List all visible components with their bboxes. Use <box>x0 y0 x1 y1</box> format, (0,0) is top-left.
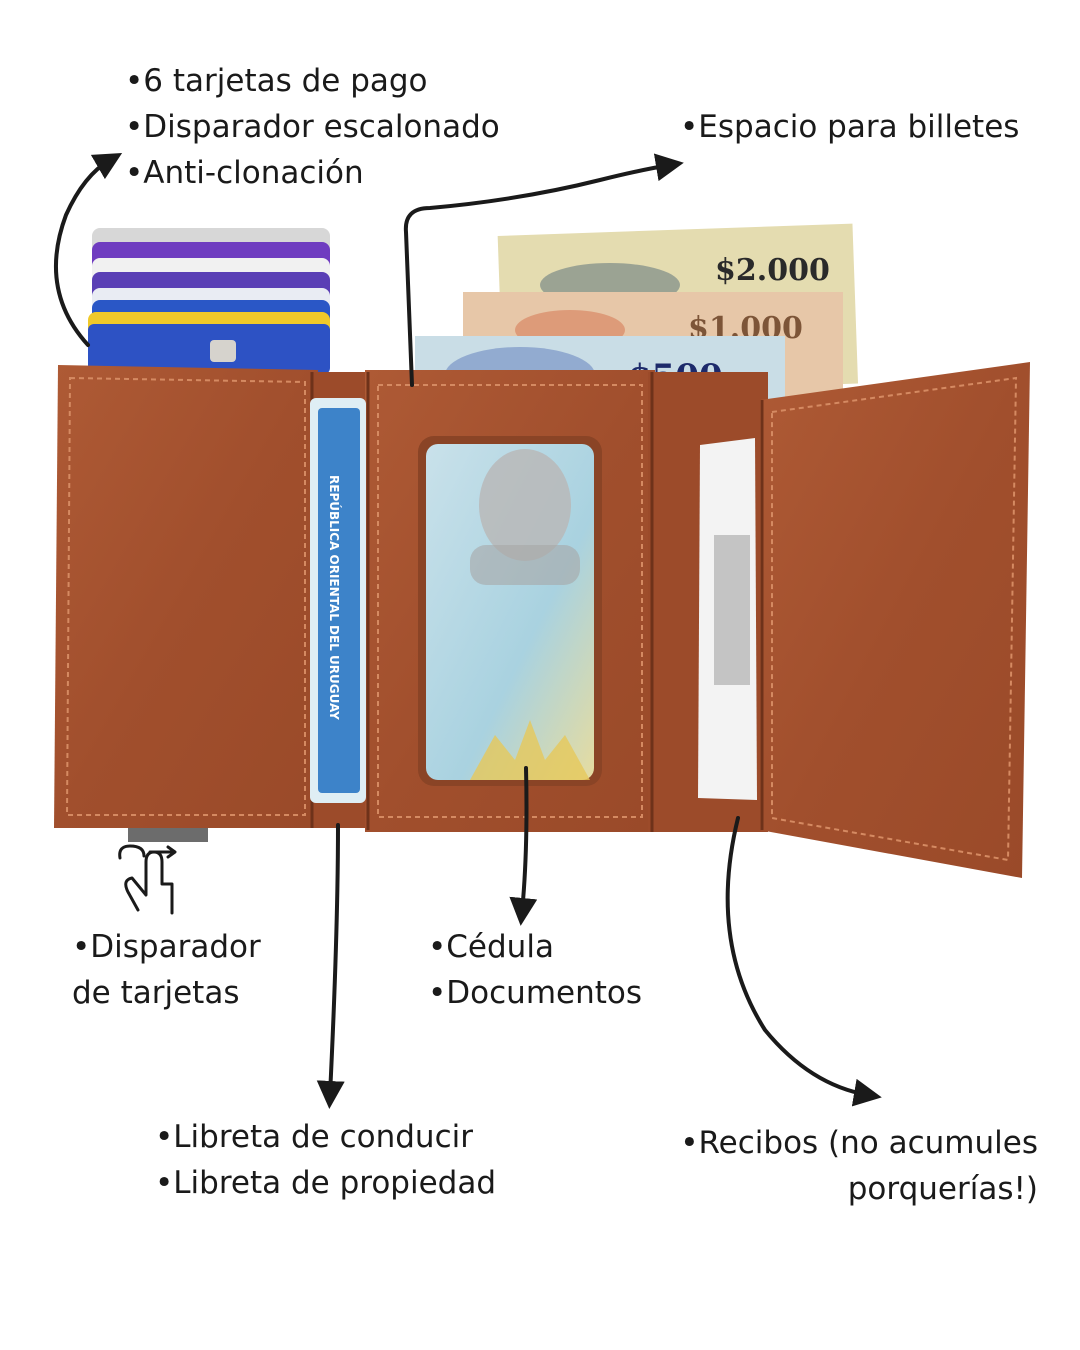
label-cards-line-1: •6 tarjetas de pago <box>125 63 428 99</box>
id-window <box>418 436 602 786</box>
label-cards: •6 tarjetas de pago •Disparador escalona… <box>125 58 500 196</box>
label-license-line-2: •Libreta de propiedad <box>155 1165 497 1201</box>
banknote-2000-value: $2.000 <box>715 253 830 288</box>
receipt <box>698 438 757 800</box>
arrow-icon <box>54 152 882 1109</box>
label-license-line-1: •Libreta de conducir <box>155 1119 473 1155</box>
label-trigger-line-2: de tarjetas <box>72 975 240 1011</box>
label-bills: •Espacio para billetes <box>680 104 1019 150</box>
label-trigger: •Disparador de tarjetas <box>72 924 261 1016</box>
label-receipts: •Recibos (no acumules porquerías!) <box>680 1120 1038 1212</box>
id-card-text: REPÚBLICA ORIENTAL DEL URUGUAY <box>327 475 342 720</box>
label-license: •Libreta de conducir •Libreta de propied… <box>155 1114 496 1206</box>
label-id: •Cédula •Documentos <box>428 924 642 1016</box>
label-id-line-2: •Documentos <box>428 975 643 1011</box>
payment-cards <box>88 228 330 374</box>
swipe-hand-icon <box>118 844 177 915</box>
label-id-line-1: •Cédula <box>428 929 554 965</box>
id-card-slot: REPÚBLICA ORIENTAL DEL URUGUAY <box>310 398 366 803</box>
label-receipts-line-2: porquerías!) <box>847 1171 1038 1207</box>
label-bills-line: •Espacio para billetes <box>680 109 1020 145</box>
label-cards-line-3: •Anti-clonación <box>125 155 364 191</box>
label-receipts-line-1: •Recibos (no acumules <box>680 1125 1038 1161</box>
label-cards-line-2: •Disparador escalonado <box>125 109 500 145</box>
label-trigger-line-1: •Disparador <box>72 929 261 965</box>
